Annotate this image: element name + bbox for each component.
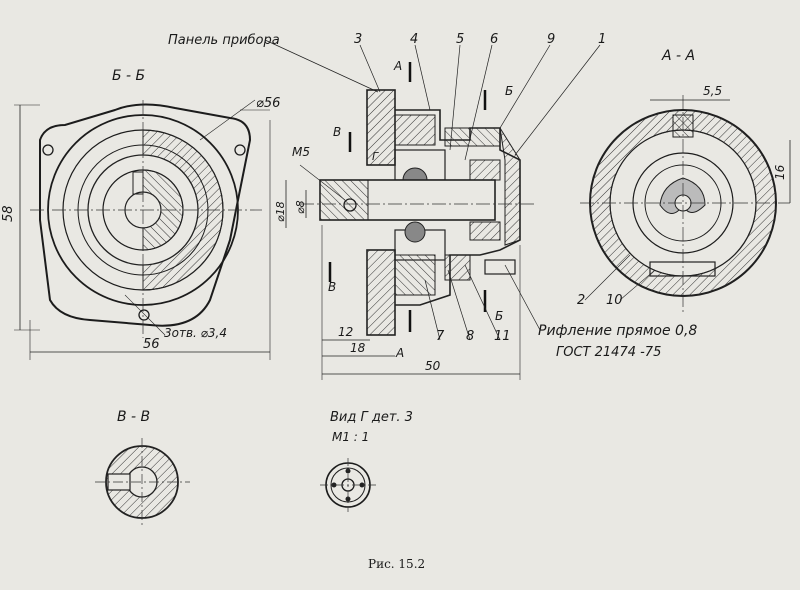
dim-diameter-56: ⌀56 [256, 96, 280, 111]
part-number-2: 2 [577, 293, 585, 308]
cut-mark-a-bottom: А [395, 346, 404, 360]
panel-label: Панель прибора [168, 33, 280, 48]
dim-height-16: 16 [773, 164, 787, 180]
dim-height-58: 58 [1, 205, 16, 222]
part-number-4: 4 [410, 32, 418, 47]
part-number-9: 9 [547, 32, 555, 47]
dim-m5: М5 [292, 145, 310, 159]
main-section-view [264, 39, 601, 380]
view-g-scale: М1 : 1 [332, 430, 369, 444]
part-number-6: 6 [490, 32, 498, 47]
cut-mark-b-bottom: Б [495, 309, 503, 323]
part-number-7: 7 [436, 329, 445, 344]
knurling-note: Рифление прямое 0,8 [538, 323, 697, 339]
section-aa-title: А - А [661, 48, 695, 64]
figure-caption: Рис. 15.2 [368, 557, 425, 571]
part-number-5: 5 [456, 32, 464, 47]
dim-length-18: 18 [350, 341, 366, 355]
dim-holes: 3отв. ⌀3,4 [164, 326, 227, 340]
part-number-3: 3 [354, 32, 362, 47]
part-number-11: 11 [494, 329, 511, 344]
section-aa-view [580, 95, 791, 312]
dim-length-50: 50 [425, 359, 441, 373]
section-bb-title: Б - Б [112, 68, 145, 84]
dim-width-5-5: 5,5 [703, 84, 722, 98]
cut-mark-g: Г [372, 150, 379, 163]
cut-mark-v-top: В [333, 125, 341, 139]
dim-diameter-18: ⌀18 [274, 201, 287, 222]
dim-length-12: 12 [338, 325, 353, 339]
section-vv-title: В - В [117, 409, 150, 425]
section-vv-view [95, 438, 190, 526]
cut-mark-b-top: Б [505, 84, 513, 98]
dim-diameter-8: ⌀8 [294, 200, 307, 214]
cut-mark-a-top: А [393, 59, 402, 73]
view-g-title: Вид Г дет. 3 [330, 410, 413, 425]
cut-mark-v-bottom: В [328, 280, 336, 294]
part-number-1: 1 [598, 32, 606, 47]
gost-note: ГОСТ 21474 -75 [556, 345, 661, 360]
section-bb-view [14, 99, 271, 360]
dim-width-56: 56 [143, 337, 160, 352]
part-number-10: 10 [606, 293, 623, 308]
part-number-8: 8 [466, 329, 474, 344]
view-g [320, 458, 376, 512]
